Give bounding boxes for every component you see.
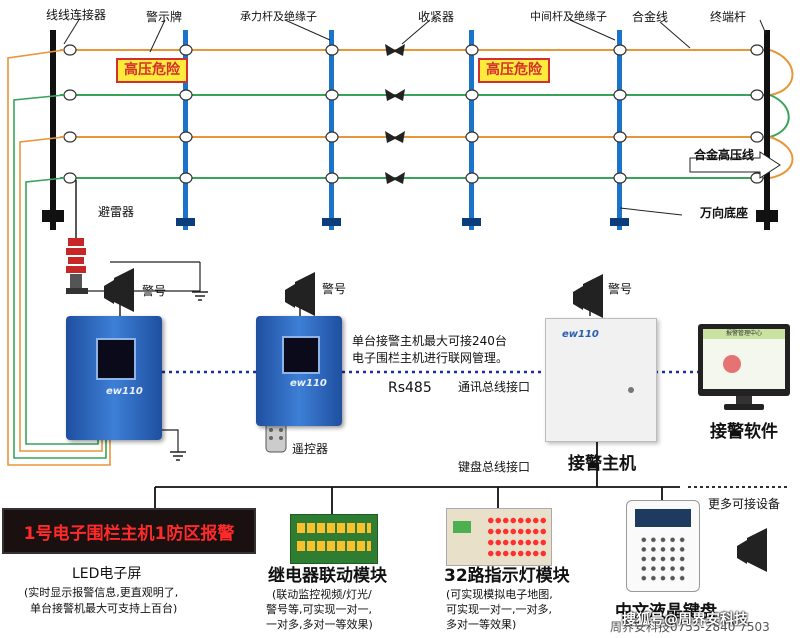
watermark: 搜狐号@周界安科技 xyxy=(622,612,748,628)
label-more-devices: 更多可接设备 xyxy=(708,497,781,511)
fence-host-1: ew110 xyxy=(66,316,162,440)
left-end-pole xyxy=(42,30,64,230)
label-load-pole: 承力杆及绝缘子 xyxy=(240,10,317,23)
label-line-connector: 线线连接器 xyxy=(46,8,107,22)
host-ground xyxy=(160,429,186,461)
label-relay: 继电器联动模块 xyxy=(268,566,387,586)
label-comm-port: 通讯总线接口 xyxy=(458,380,531,394)
alarm-host-brand: ew110 xyxy=(562,329,599,340)
right-end-pole xyxy=(756,30,778,230)
tensioners xyxy=(385,44,405,184)
led-desc-2: 单台接警机最大可支持上百台) xyxy=(30,602,178,615)
indicator-board xyxy=(446,508,552,566)
host-lead-wires xyxy=(7,49,111,466)
label-keyboard: 中文液晶键盘 xyxy=(615,602,717,622)
relay-desc-3: 一对多,多对一等效果) xyxy=(266,618,373,631)
label-led: LED电子屏 xyxy=(72,566,142,582)
screen-map-icon xyxy=(723,355,741,373)
relay-desc-1: (联动监控视频/灯光/ xyxy=(272,588,372,601)
callout-lines xyxy=(63,17,767,216)
warning-sign-2: 高压危险 xyxy=(478,58,550,84)
indicator-leds xyxy=(487,515,547,559)
horn-icons xyxy=(104,268,767,572)
label-horn-2: 警号 xyxy=(322,282,347,296)
label-rs485: Rs485 xyxy=(388,380,432,396)
host-1-display xyxy=(96,338,136,380)
footer-partial: 周界安科技0755-2840 7503 xyxy=(610,620,770,634)
label-lightning-arrester: 避雷器 xyxy=(98,205,135,219)
monitor-bezel: 报警管理中心 xyxy=(698,324,790,396)
label-end-pole: 终端杆 xyxy=(710,10,747,24)
indicator-connector xyxy=(453,521,471,533)
label-tensioner: 收紧器 xyxy=(418,10,455,24)
lock-icon xyxy=(628,387,634,393)
fence-host-2: ew110 xyxy=(256,316,342,426)
relay-desc-2: 警号等,可实现一对一, xyxy=(266,603,372,616)
middle-poles xyxy=(183,30,622,230)
label-keyboard-port: 键盘总线接口 xyxy=(458,460,531,474)
label-remote: 遥控器 xyxy=(292,442,329,456)
alarm-host-box: ew110 xyxy=(545,318,657,442)
label-horn-1: 警号 xyxy=(142,284,167,298)
label-alarm-host: 接警主机 xyxy=(568,454,636,474)
relay-row-1 xyxy=(297,523,371,533)
label-indicator: 32路指示灯模块 xyxy=(444,566,570,586)
relay-board xyxy=(290,514,378,564)
label-horn-3: 警号 xyxy=(608,282,633,296)
label-warning-sign: 警示牌 xyxy=(146,10,183,24)
host-1-brand: ew110 xyxy=(106,386,143,397)
monitor-neck xyxy=(736,396,752,404)
screen-title: 报警管理中心 xyxy=(703,329,785,339)
host-2-display xyxy=(282,336,320,374)
keyboard-bus xyxy=(154,440,790,514)
fence-wires xyxy=(60,49,794,179)
label-alloy-hv-wire: 合金高压线 xyxy=(694,148,755,162)
label-universal-base: 万向底座 xyxy=(700,206,749,220)
monitor-screen: 报警管理中心 xyxy=(703,329,785,389)
network-note-2: 电子围栏主机进行联网管理。 xyxy=(352,351,509,365)
pole-bases xyxy=(176,218,629,226)
lcd-keyboard xyxy=(626,500,700,592)
label-middle-pole: 中间杆及绝缘子 xyxy=(530,10,607,23)
warning-sign-1: 高压危险 xyxy=(116,58,188,84)
label-software: 接警软件 xyxy=(710,422,778,442)
label-alloy-wire: 合金线 xyxy=(632,10,669,24)
indicator-desc-3: 多对一等效果) xyxy=(446,618,517,631)
led-display-text: 1号电子围栏主机1防区报警 xyxy=(23,523,235,544)
lightning-arrester xyxy=(66,180,208,301)
keyboard-lcd xyxy=(635,509,691,527)
monitor: 报警管理中心 xyxy=(698,324,790,414)
indicator-desc-2: 可实现一对一,一对多, xyxy=(446,603,552,616)
relay-row-2 xyxy=(297,541,371,551)
led-screen: 1号电子围栏主机1防区报警 xyxy=(2,508,256,554)
alloy-wire-arrow xyxy=(689,151,781,179)
indicator-desc-1: (可实现模拟电子地图, xyxy=(446,588,553,601)
network-note-1: 单台接警主机最大可接240台 xyxy=(352,334,507,348)
led-desc-1: (实时显示报警信息,更直观明了, xyxy=(24,586,179,599)
host-2-brand: ew110 xyxy=(290,378,327,389)
monitor-stand xyxy=(724,404,764,410)
keyboard-keys xyxy=(639,535,687,583)
